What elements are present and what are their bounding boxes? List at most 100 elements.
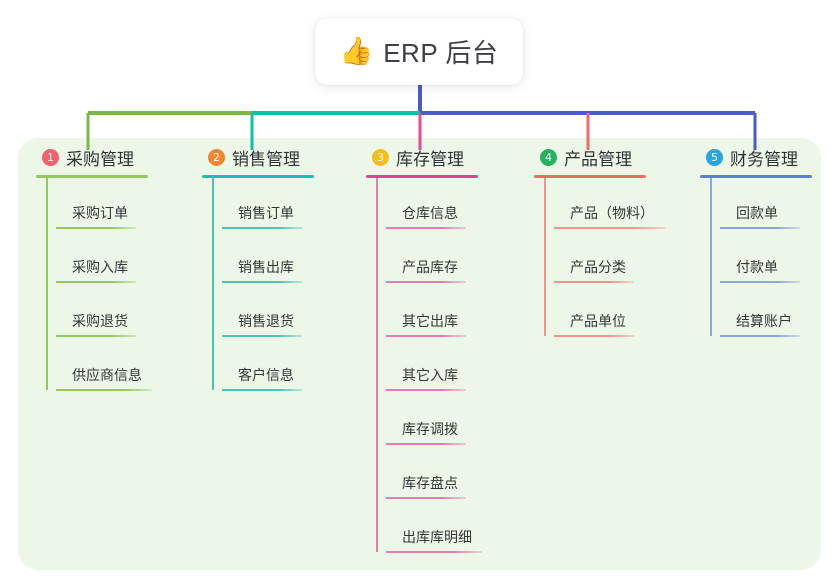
branch-items-product: 产品（物料） 产品分类产品单位 (534, 178, 694, 340)
menu-item-label: 付款单 (736, 259, 778, 275)
page-title: ERP 后台 (383, 38, 499, 68)
branch-column-product: 4 产品管理产品（物料） 产品分类产品单位 (534, 145, 694, 340)
menu-item-label: 库存调拨 (402, 421, 458, 437)
branch-column-purchase: 1 采购管理采购订单采购入库采购退货供应商信息 (36, 145, 186, 394)
menu-item-underline (386, 389, 466, 391)
branch-underline-purchase (36, 175, 148, 178)
branch-items-finance: 回款单付款单结算账户 (700, 178, 839, 340)
menu-item[interactable]: 产品（物料） (544, 178, 694, 232)
branch-column-finance: 5 财务管理回款单付款单结算账户 (700, 145, 839, 340)
menu-item-label: 采购订单 (72, 205, 128, 221)
root-title-card[interactable]: 👍 ERP 后台 (315, 18, 523, 85)
branch-column-inventory: 3 库存管理仓库信息产品库存其它出库其它入库库存调拨库存盘点出库库明细 (366, 145, 516, 556)
menu-item-underline (386, 443, 466, 445)
menu-item[interactable]: 产品库存 (376, 232, 516, 286)
menu-item-underline (720, 281, 800, 283)
branch-header-inventory[interactable]: 3 库存管理 (366, 145, 516, 169)
branch-title-purchase: 采购管理 (66, 149, 134, 169)
branch-title-finance: 财务管理 (730, 149, 798, 169)
menu-item-underline (56, 227, 136, 229)
menu-item[interactable]: 仓库信息 (376, 178, 516, 232)
menu-item[interactable]: 付款单 (710, 232, 839, 286)
branch-badge-finance: 5 (706, 148, 723, 166)
menu-item[interactable]: 销售退货 (212, 286, 352, 340)
menu-item-label: 采购退货 (72, 313, 128, 329)
branch-title-product: 产品管理 (564, 149, 632, 169)
menu-item-underline (222, 227, 302, 229)
menu-item-underline (386, 227, 466, 229)
menu-item[interactable]: 采购退货 (46, 286, 186, 340)
menu-item[interactable]: 产品分类 (544, 232, 694, 286)
menu-item-label: 产品分类 (570, 259, 626, 275)
branch-badge-purchase: 1 (42, 148, 59, 166)
menu-item-underline (554, 227, 666, 229)
branch-header-product[interactable]: 4 产品管理 (534, 145, 694, 169)
branch-spine-product (544, 178, 546, 336)
menu-item[interactable]: 其它入库 (376, 340, 516, 394)
menu-item-label: 产品（物料） (570, 205, 654, 221)
menu-item-label: 仓库信息 (402, 205, 458, 221)
menu-item-underline (720, 335, 800, 337)
thumbs-up-icon: 👍 (339, 36, 374, 66)
menu-item-label: 其它入库 (402, 367, 458, 383)
branch-items-inventory: 仓库信息产品库存其它出库其它入库库存调拨库存盘点出库库明细 (366, 178, 516, 556)
branch-underline-inventory (366, 175, 478, 178)
branch-title-sales: 销售管理 (232, 149, 300, 169)
menu-item-label: 销售退货 (238, 313, 294, 329)
menu-item-underline (386, 551, 482, 553)
menu-item-label: 其它出库 (402, 313, 458, 329)
menu-item-underline (554, 335, 634, 337)
menu-item[interactable]: 销售出库 (212, 232, 352, 286)
menu-item-underline (56, 335, 136, 337)
branch-header-finance[interactable]: 5 财务管理 (700, 145, 839, 169)
menu-item-underline (222, 389, 302, 391)
menu-item[interactable]: 库存调拨 (376, 394, 516, 448)
menu-item-label: 回款单 (736, 205, 778, 221)
branch-column-sales: 2 销售管理销售订单销售出库销售退货客户信息 (202, 145, 352, 394)
branch-items-purchase: 采购订单采购入库采购退货供应商信息 (36, 178, 186, 394)
menu-item-label: 出库库明细 (402, 529, 472, 545)
branch-badge-product: 4 (540, 148, 557, 166)
branch-underline-finance (700, 175, 812, 178)
menu-item-underline (56, 281, 136, 283)
branch-header-sales[interactable]: 2 销售管理 (202, 145, 352, 169)
menu-item[interactable]: 客户信息 (212, 340, 352, 394)
branch-spine-inventory (376, 178, 378, 552)
branch-spine-purchase (46, 178, 48, 390)
menu-item-label: 库存盘点 (402, 475, 458, 491)
menu-item-label: 结算账户 (736, 313, 792, 329)
menu-item-label: 客户信息 (238, 367, 294, 383)
menu-item[interactable]: 采购订单 (46, 178, 186, 232)
menu-item[interactable]: 采购入库 (46, 232, 186, 286)
branch-spine-finance (710, 178, 712, 336)
branch-badge-inventory: 3 (372, 148, 389, 166)
menu-item[interactable]: 其它出库 (376, 286, 516, 340)
branch-items-sales: 销售订单销售出库销售退货客户信息 (202, 178, 352, 394)
menu-item[interactable]: 回款单 (710, 178, 839, 232)
menu-item-label: 销售订单 (238, 205, 294, 221)
branch-badge-sales: 2 (208, 148, 225, 166)
menu-item-underline (386, 497, 466, 499)
menu-item[interactable]: 供应商信息 (46, 340, 186, 394)
branch-underline-sales (202, 175, 314, 178)
branch-title-inventory: 库存管理 (396, 149, 464, 169)
menu-item[interactable]: 销售订单 (212, 178, 352, 232)
menu-item-label: 供应商信息 (72, 367, 142, 383)
menu-item-label: 采购入库 (72, 259, 128, 275)
branch-spine-sales (212, 178, 214, 390)
menu-item-underline (386, 281, 466, 283)
menu-item-underline (56, 389, 152, 391)
menu-item[interactable]: 结算账户 (710, 286, 839, 340)
menu-item[interactable]: 产品单位 (544, 286, 694, 340)
menu-item-underline (554, 281, 634, 283)
menu-item-label: 产品单位 (570, 313, 626, 329)
menu-item[interactable]: 库存盘点 (376, 448, 516, 502)
menu-item-underline (222, 281, 302, 283)
menu-item-underline (386, 335, 466, 337)
menu-item-underline (720, 227, 800, 229)
menu-item-underline (222, 335, 302, 337)
menu-item[interactable]: 出库库明细 (376, 502, 516, 556)
menu-item-label: 销售出库 (238, 259, 294, 275)
branch-header-purchase[interactable]: 1 采购管理 (36, 145, 186, 169)
